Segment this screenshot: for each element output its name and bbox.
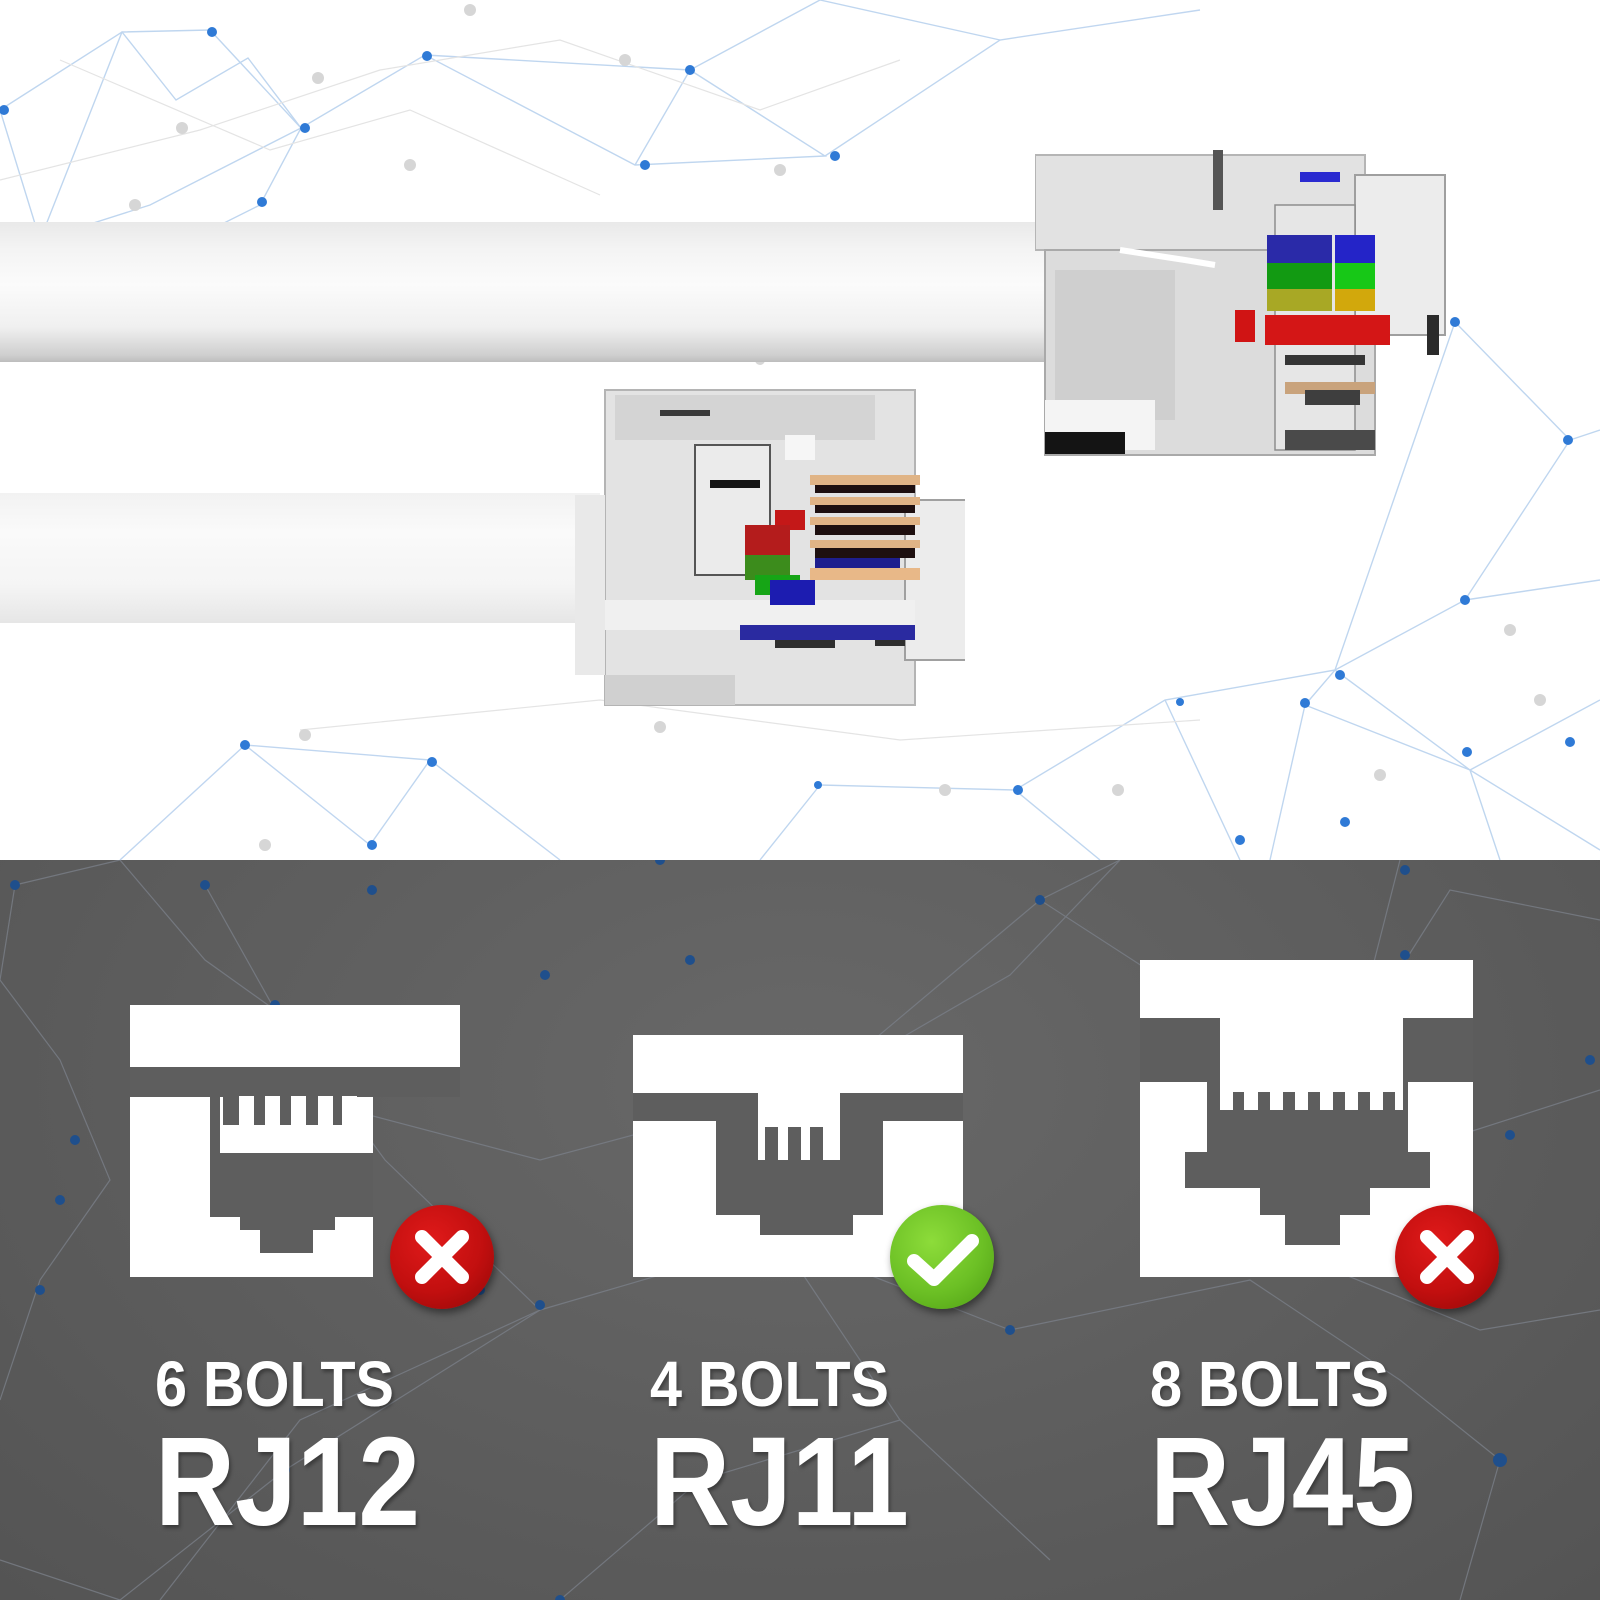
bolt-count-label: 4 BOLTS: [650, 1348, 889, 1420]
rj11-plug-lower: [575, 389, 965, 706]
check-mark-icon: [907, 1234, 979, 1286]
connector-model-label: RJ45: [1150, 1411, 1416, 1552]
bolt-count-label: 8 BOLTS: [1150, 1348, 1389, 1420]
connector-label-rj11: 4 BOLTS RJ11: [650, 1348, 944, 1552]
connector-model-label: RJ12: [155, 1411, 421, 1552]
rj12-port-icon: [130, 1005, 460, 1277]
rj11-plug-upper: [1035, 150, 1446, 456]
telephone-cable-lower: [0, 493, 600, 623]
compatible-badge-rj11: [890, 1205, 994, 1309]
incompatible-badge-rj45: [1395, 1205, 1499, 1309]
connector-model-label: RJ11: [650, 1411, 909, 1552]
network-mesh-background: [0, 0, 1600, 860]
bolt-count-label: 6 BOLTS: [155, 1348, 394, 1420]
telephone-cable-upper: [0, 222, 1060, 362]
x-mark-icon: [1420, 1230, 1474, 1284]
incompatible-badge-rj12: [390, 1205, 494, 1309]
product-photo-area: [0, 0, 1600, 860]
x-mark-icon: [415, 1230, 469, 1284]
connector-label-rj45: 8 BOLTS RJ45: [1150, 1348, 1451, 1552]
rj45-port-icon: [1140, 960, 1473, 1277]
connector-label-rj12: 6 BOLTS RJ12: [155, 1348, 456, 1552]
